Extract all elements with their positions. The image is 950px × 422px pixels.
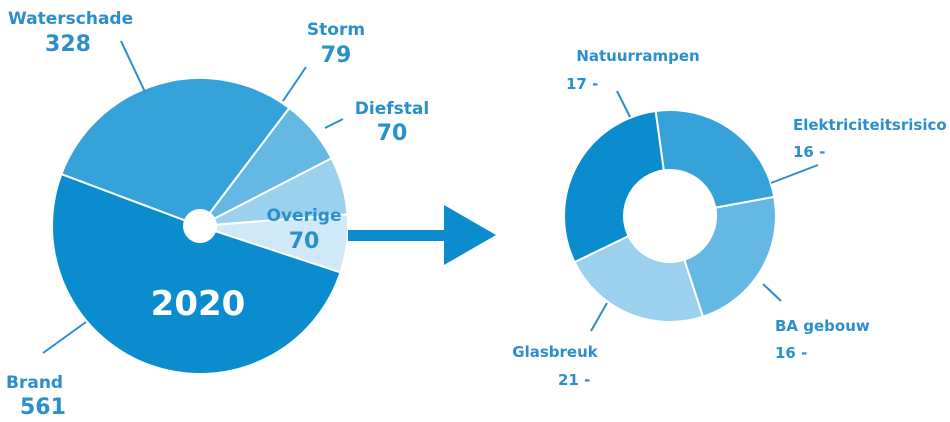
slice-value-waterschade: 328	[45, 32, 91, 57]
slice-value-overige: 70	[289, 229, 320, 254]
donut-slice-ba-gebouw	[573, 234, 705, 323]
donut-label-ba-gebouw: BA gebouw	[775, 317, 870, 335]
donut-label-natuurrampen: Natuurrampen	[576, 47, 699, 65]
donut-slice-elektriciteitsrisico	[683, 195, 777, 319]
leader-line-waterschade	[120, 40, 146, 93]
leader-line-elektriciteitsrisico	[770, 164, 819, 184]
slice-label-overige: Overige	[267, 206, 342, 226]
donut-label-glasbreuk: Glasbreuk	[512, 343, 598, 361]
donut-value-natuurrampen: 17 -	[566, 75, 598, 93]
donut-slice-glasbreuk	[563, 109, 665, 264]
leader-line-natuurrampen	[616, 90, 631, 118]
donut-value-glasbreuk: 21 -	[558, 371, 590, 389]
pie-center-year-label: 2020	[151, 284, 246, 324]
leader-line-storm	[282, 66, 307, 102]
donut-label-elektriciteitsrisico: Elektriciteitsrisico	[793, 116, 947, 134]
leader-line-ba-gebouw	[762, 283, 782, 302]
arrow-icon	[348, 205, 496, 265]
slice-label-brand: Brand	[6, 373, 63, 393]
leader-line-brand	[42, 321, 87, 354]
leader-line-diefstal	[324, 118, 344, 129]
pie-center-hole	[183, 209, 217, 243]
pie-labels: Brand561Waterschade328Storm79Diefstal70O…	[6, 9, 429, 420]
slice-value-storm: 79	[321, 43, 352, 68]
pie-chart-2020	[51, 77, 349, 375]
slice-label-diefstal: Diefstal	[355, 99, 429, 119]
pie-slice-waterschade	[60, 77, 291, 228]
slice-value-brand: 561	[20, 395, 66, 420]
donut-chart-overige	[563, 109, 777, 323]
donut-slice-natuurrampen	[654, 109, 776, 209]
donut-value-elektriciteitsrisico: 16 -	[793, 143, 825, 161]
donut-value-ba-gebouw: 16 -	[775, 344, 807, 362]
pie-slice-brand	[51, 172, 342, 375]
pie-slice-overige	[199, 213, 349, 274]
donut-labels: Natuurrampen 17 - Elektriciteitsrisico 16 -…	[512, 47, 946, 389]
slice-value-diefstal: 70	[377, 121, 408, 146]
leader-line-glasbreuk	[590, 302, 608, 332]
slice-label-storm: Storm	[307, 20, 365, 40]
slice-label-waterschade: Waterschade	[8, 9, 133, 29]
